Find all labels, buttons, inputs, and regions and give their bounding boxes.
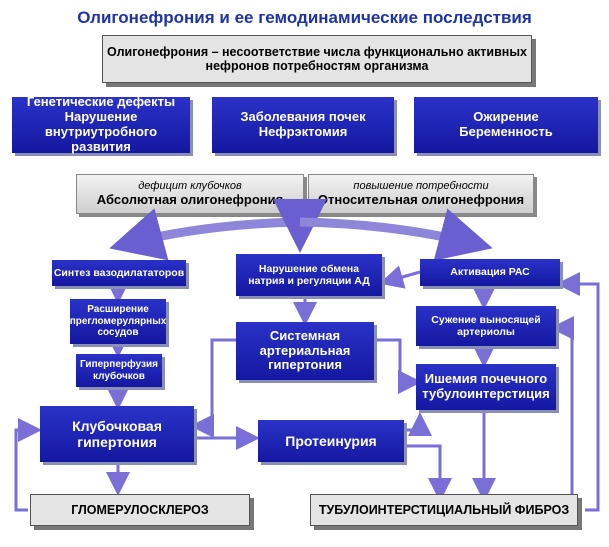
fan-arrow-right	[299, 208, 493, 261]
absolute-oligonephronia-note: дефицит клубочков	[138, 180, 242, 193]
feedback-glomerulosclerosis-loop	[14, 418, 42, 512]
glomerulosclerosis-label: ГЛОМЕРУЛОСКЛЕРОЗ	[71, 502, 209, 517]
proteinuria-label: Протеинурия	[285, 432, 377, 449]
definition-line-1: Олигонефрония – несоответствие числа фун…	[107, 44, 527, 59]
arrow-ras-to-sodium	[379, 265, 421, 289]
relative-oligonephronia-note: повышение потребности	[353, 180, 489, 193]
glomerular-hypertension-box: Клубочковая гипертония	[40, 406, 194, 462]
cause-kidney-line-1: Заболевания почек	[240, 109, 366, 125]
systemic-hypertension-line-3: гипертония	[268, 357, 342, 373]
sodium-regulation-line-1: Нарушение обмена	[258, 262, 360, 275]
preglomerular-box: Расширение прегломерулярных сосудов	[70, 299, 166, 344]
proteinuria-box: Протеинурия	[258, 420, 404, 462]
tubulointerstitial-fibrosis-box: ТУБУЛОИНТЕРСТИЦИАЛЬНЫЙ ФИБРОЗ	[310, 494, 578, 526]
hyperperfusion-box: Гиперперфузия клубочков	[76, 354, 162, 387]
preglomerular-line-3: сосудов	[97, 327, 139, 339]
arrow-proteinuria-to-fibrosis	[406, 444, 452, 502]
efferent-narrowing-line-1: Сужение выносящей	[431, 313, 541, 326]
arrow-proteinuria-to-ischemia	[406, 412, 432, 436]
tubulointerstitial-fibrosis-label: ТУБУЛОИНТЕРСТИЦИАЛЬНЫЙ ФИБРОЗ	[318, 502, 570, 517]
efferent-narrowing-box: Сужение выносящей артериолы	[416, 306, 556, 346]
feedback-fibrosis-loop	[556, 272, 600, 512]
glomerular-hypertension-line-1: Клубочковая	[72, 417, 162, 434]
ras-activation-box: Активация РАС	[420, 259, 560, 286]
cause-kidney-box: Заболевания почек Нефрэктомия	[212, 97, 394, 153]
hyperperfusion-line-2: клубочков	[93, 370, 145, 382]
sodium-regulation-line-2: натрия и регуляции АД	[248, 275, 370, 287]
ras-activation-label: Активация РАС	[450, 266, 530, 279]
absolute-oligonephronia-box: дефицит клубочков Абсолютная олигонефрон…	[76, 174, 304, 214]
cause-genetic-line-2: Нарушение внутриутробного	[44, 109, 158, 139]
cause-genetic-line-1: Генетические дефекты	[26, 94, 176, 110]
glomerulosclerosis-box: ГЛОМЕРУЛОСКЛЕРОЗ	[30, 494, 250, 526]
sodium-regulation-box: Нарушение обмена натрия и регуляции АД	[236, 254, 382, 296]
systemic-hypertension-box: Системная артериальная гипертония	[236, 322, 374, 380]
systemic-hypertension-line-1: Системная	[269, 327, 341, 343]
preglomerular-line-1: Расширение	[87, 304, 149, 316]
cause-obesity-line-1: Ожирение	[473, 109, 539, 125]
feedback-fibrosis-efferent	[550, 316, 574, 512]
cause-obesity-box: Ожирение Беременность	[414, 97, 598, 153]
relative-oligonephronia-box: повышение потребности Относительная олиг…	[308, 174, 534, 214]
arrow-systemic-to-ischemia	[375, 338, 422, 394]
hyperperfusion-line-1: Гиперперфузия	[80, 359, 158, 370]
cause-obesity-line-2: Беременность	[459, 124, 553, 139]
vasodilators-box: Синтез вазодилататоров	[52, 260, 186, 286]
ischemia-box: Ишемия почечного тубулоинтерстиция	[416, 364, 556, 410]
efferent-narrowing-line-2: артериолы	[457, 326, 515, 338]
relative-oligonephronia-label: Относительная олигонефрония	[317, 191, 525, 207]
cause-genetic-line-3: развития	[71, 138, 131, 154]
fan-arrow-left	[109, 208, 301, 261]
definition-line-2: нефронов потребностям организма	[205, 59, 429, 73]
cause-genetic-box: Генетические дефекты Нарушение внутриутр…	[12, 94, 190, 154]
systemic-hypertension-line-2: артериальная	[259, 342, 351, 358]
cause-kidney-line-2: Нефрэктомия	[258, 124, 348, 139]
preglomerular-line-2: прегломерулярных	[69, 315, 167, 327]
absolute-oligonephronia-label: Абсолютная олигонефрония	[96, 191, 284, 207]
ischemia-line-2: тубулоинтерстиция	[422, 386, 550, 401]
diagram-title: Олигонефрония и ее гемодинамические посл…	[77, 8, 532, 27]
ischemia-line-1: Ишемия почечного	[424, 371, 548, 387]
glomerular-hypertension-line-2: гипертония	[77, 434, 157, 450]
arrow-systemic-to-glomerular	[190, 338, 236, 438]
definition-box: Олигонефрония – несоответствие числа фун…	[102, 35, 532, 83]
vasodilators-label: Синтез вазодилататоров	[53, 266, 185, 279]
